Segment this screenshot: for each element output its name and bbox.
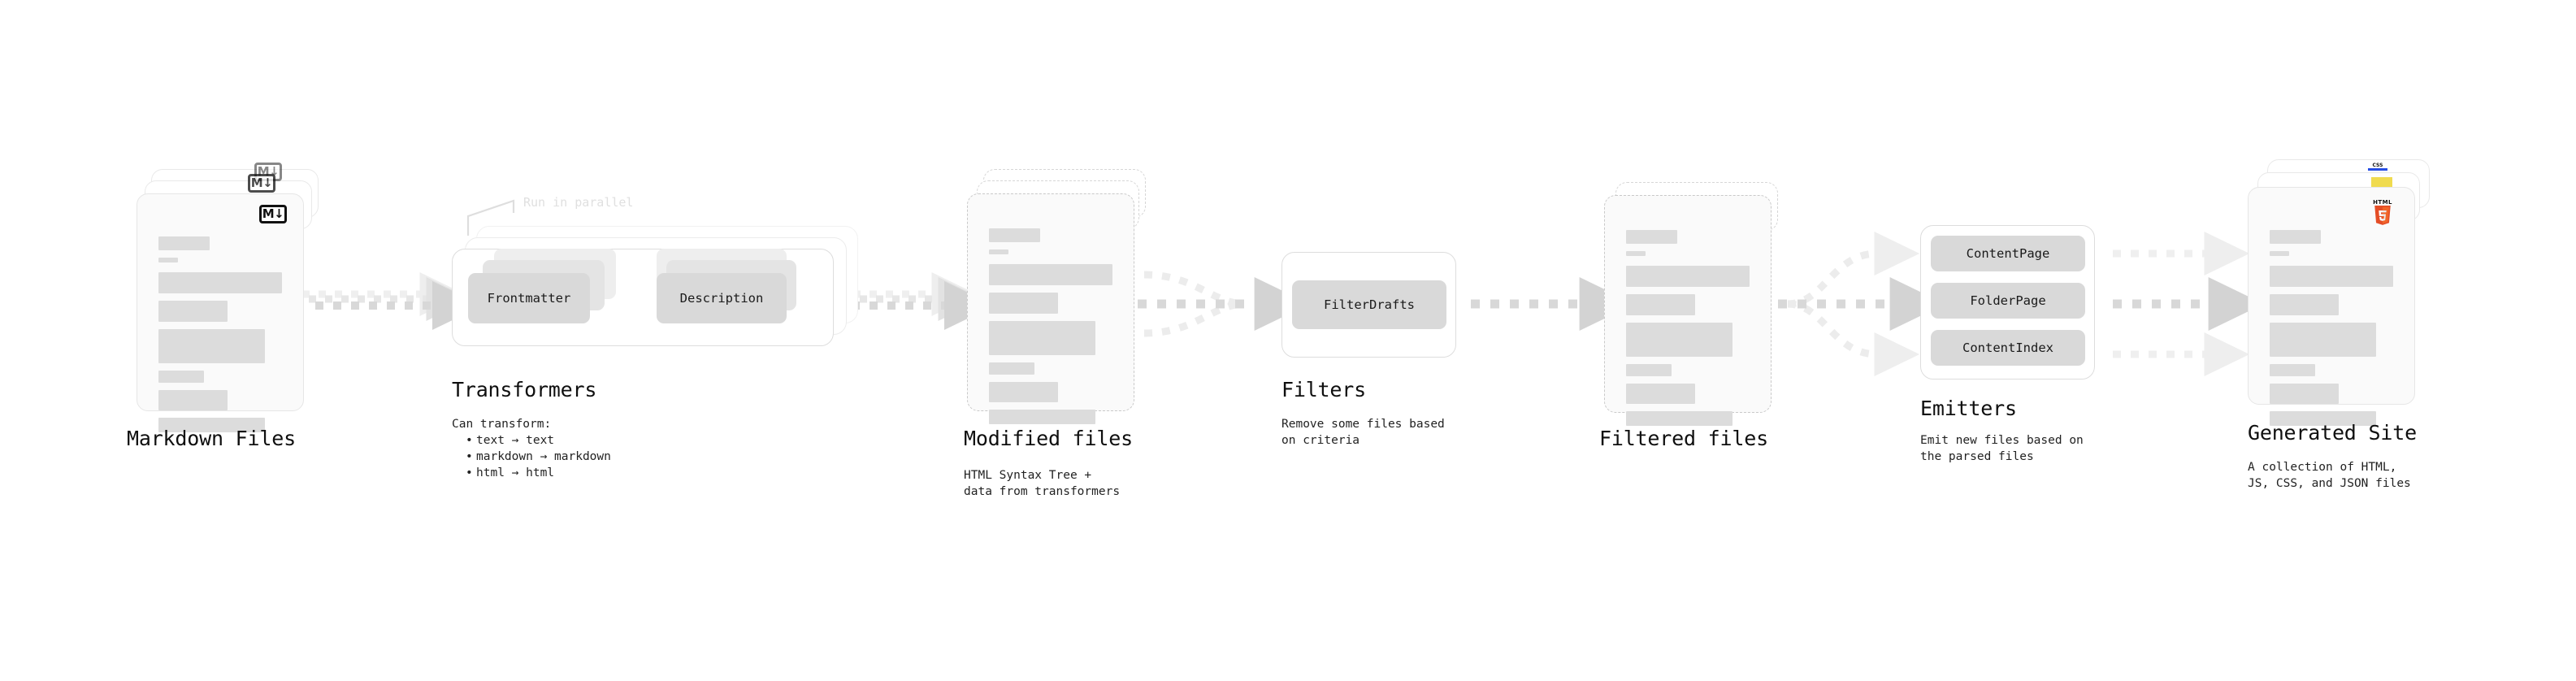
transform-rule: text → text <box>466 432 611 449</box>
filter-filterdrafts-pill[interactable]: FilterDrafts <box>1292 280 1446 329</box>
content-bar <box>989 382 1059 402</box>
markdown-file-content <box>158 236 282 440</box>
filtered-file-front <box>1604 195 1772 426</box>
content-bar <box>989 264 1112 285</box>
content-bar <box>2270 294 2340 315</box>
content-bar <box>158 272 282 293</box>
markdown-files-title: Markdown Files <box>127 427 296 450</box>
content-bar <box>158 371 205 383</box>
filtered-file-content <box>1626 230 1750 433</box>
modified-files-title: Modified files <box>964 427 1133 450</box>
content-bar <box>989 321 1095 355</box>
markdown-icon-back-1: M↓ <box>248 174 275 193</box>
arrow-emitters-to-site <box>2113 232 2264 376</box>
arrow-markdown-to-transformers <box>302 272 483 330</box>
content-bar <box>2270 323 2376 357</box>
content-bar <box>989 293 1059 314</box>
generated-file-html: HTML <box>2248 187 2415 426</box>
transformers-bullets: text → text markdown → markdown html → h… <box>463 432 611 481</box>
arrow-modified-to-filters <box>1138 271 1310 337</box>
content-bar <box>158 390 228 410</box>
transformers-subtitle: Can transform: <box>452 418 552 431</box>
content-bar <box>1626 384 1696 404</box>
content-bar <box>158 258 178 262</box>
content-bar <box>158 329 265 363</box>
modified-file-front <box>967 193 1134 424</box>
content-bar <box>1626 323 1733 357</box>
content-bar <box>989 410 1095 424</box>
generated-file-content <box>2270 230 2393 433</box>
filters-subtitle: Remove some files based on criteria <box>1281 418 1445 447</box>
content-bar <box>2270 251 2289 256</box>
filters-title: Filters <box>1281 378 1366 401</box>
content-bar <box>1626 364 1672 376</box>
content-bar <box>2270 411 2376 426</box>
emitter-contentindex-pill[interactable]: ContentIndex <box>1931 330 2085 366</box>
content-bar <box>2270 230 2321 244</box>
emitter-folderpage-pill[interactable]: FolderPage <box>1931 283 2085 319</box>
content-bar <box>2270 364 2316 376</box>
transform-rule: html → html <box>466 465 611 481</box>
content-bar <box>1626 294 1696 315</box>
emitters-subtitle: Emit new files based on the parsed files <box>1920 434 2084 463</box>
modified-file-content <box>989 228 1112 432</box>
transformer-description-pill[interactable]: Description <box>657 273 787 323</box>
generated-site-subtitle: A collection of HTML, JS, CSS, and JSON … <box>2248 461 2411 490</box>
content-bar <box>1626 230 1677 244</box>
content-bar <box>2270 384 2340 404</box>
content-bar <box>158 301 228 322</box>
content-bar <box>1626 251 1646 256</box>
run-in-parallel-label: Run in parallel <box>523 195 634 210</box>
markdown-icon: M↓ <box>259 205 287 223</box>
arrow-filtered-to-emitters <box>1778 232 1945 376</box>
html5-icon: HTML <box>2370 199 2395 227</box>
content-bar <box>1626 411 1733 426</box>
content-bar <box>989 228 1040 242</box>
emitters-title: Emitters <box>1920 397 2017 420</box>
modified-files-subtitle: HTML Syntax Tree + data from transformer… <box>964 469 1121 498</box>
content-bar <box>158 236 210 250</box>
filtered-files-title: Filtered files <box>1599 427 1768 450</box>
css-icon: CSS <box>2368 163 2387 172</box>
markdown-file-front: M↓ <box>137 193 304 432</box>
transform-rule: markdown → markdown <box>466 449 611 465</box>
content-bar <box>158 418 265 432</box>
content-bar <box>989 362 1035 375</box>
content-bar <box>1626 266 1750 287</box>
generated-site-title: Generated Site <box>2248 421 2417 445</box>
content-bar <box>2270 266 2393 287</box>
content-bar <box>989 249 1008 254</box>
emitter-contentpage-pill[interactable]: ContentPage <box>1931 236 2085 271</box>
js-icon <box>2371 177 2392 188</box>
transformers-title: Transformers <box>452 378 597 401</box>
transformer-frontmatter-pill[interactable]: Frontmatter <box>468 273 590 323</box>
